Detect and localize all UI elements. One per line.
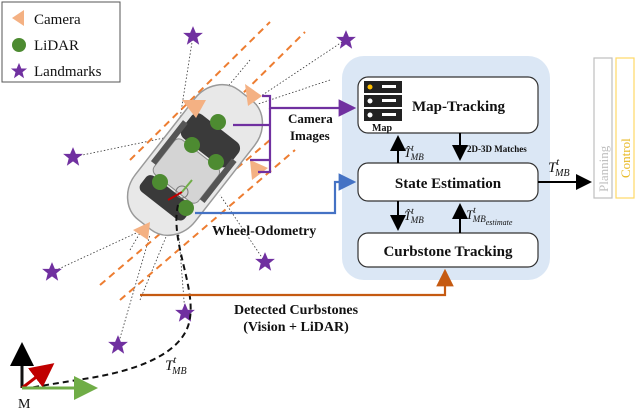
- trajectory-label-base: T: [165, 358, 175, 374]
- curbstone-tracking-block: [357, 232, 539, 268]
- camera-icon: [133, 222, 150, 240]
- landmark-star: [108, 335, 128, 354]
- origin-frame: M: [9, 342, 98, 412]
- legend-lidar-label: LiDAR: [34, 38, 79, 54]
- trajectory-label-sub: MB: [171, 366, 186, 377]
- camera-images-label-2: Images: [290, 128, 330, 143]
- car-side-window: [199, 158, 237, 203]
- lidar-icon: [184, 137, 200, 153]
- camera-images-label-1: Camera: [288, 111, 333, 126]
- wheel-odometry-label: Wheel-Odometry: [212, 224, 316, 239]
- map-caption: Map: [372, 123, 392, 134]
- lidar-markers: [152, 114, 226, 216]
- camera-icon: [245, 84, 262, 106]
- origin-label: M: [18, 397, 31, 412]
- car-windshield: [180, 113, 241, 168]
- landmark-star: [63, 147, 83, 166]
- landmark-star: [183, 26, 203, 45]
- camera-icon: [250, 160, 268, 180]
- camera-icon: [12, 10, 24, 26]
- control-label: Control: [618, 138, 633, 178]
- lidar-icon: [210, 114, 226, 130]
- map-tracking-block: [357, 76, 539, 134]
- landmark-star: [255, 252, 275, 271]
- detected-curbstones-label-2: (Vision + LiDAR): [243, 320, 349, 335]
- car: [126, 83, 264, 237]
- planning-box: [593, 57, 613, 199]
- origin-x-axis: [21, 363, 55, 390]
- lidar-icon: [208, 154, 224, 170]
- car-side-window: [150, 120, 188, 165]
- map-icon: [364, 81, 402, 121]
- map-tracking-label: Map-Tracking: [412, 99, 506, 115]
- camera-icon: [182, 100, 206, 118]
- detected-curbstones-label-1: Detected Curbstones: [234, 303, 359, 318]
- legend: Camera LiDAR Landmarks: [1, 1, 121, 83]
- detected-curbstones-arrow: [140, 268, 454, 297]
- lidar-icon: [178, 200, 194, 216]
- camera-images-connectors: [233, 94, 357, 174]
- landmark-star: [175, 303, 195, 322]
- planning-label: Planning: [596, 145, 611, 192]
- landmark-star: [42, 262, 62, 281]
- camera-markers: [133, 84, 268, 240]
- lidar-icon: [152, 174, 168, 190]
- wheel-odometry-arrow: [195, 173, 357, 215]
- trajectory-path: [29, 204, 192, 389]
- camera-images-arrow: [262, 94, 357, 117]
- curbstone-tracking-label: Curbstone Tracking: [383, 244, 513, 260]
- legend-camera-label: Camera: [34, 12, 81, 28]
- control-box: [615, 57, 635, 199]
- lidar-icon: [12, 38, 26, 52]
- body-frame: [167, 179, 193, 201]
- landmark-star: [336, 30, 356, 49]
- trajectory-label-sup: t: [173, 355, 176, 366]
- state-estimation-label: State Estimation: [395, 176, 502, 192]
- matches-label: 2D-3D Matches: [467, 144, 527, 154]
- legend-landmarks-label: Landmarks: [34, 64, 102, 80]
